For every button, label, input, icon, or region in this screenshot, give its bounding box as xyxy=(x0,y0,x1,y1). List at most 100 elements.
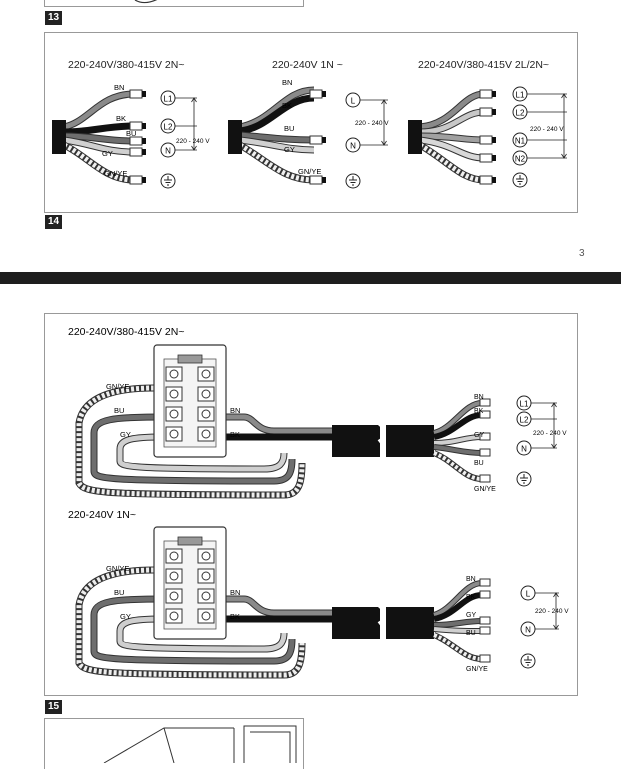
fig15-diagram: 220-240V/380-415V 2N~ GN/YE BU GY BN BK … xyxy=(68,326,569,679)
fig14-c-terminal-n2: N2 xyxy=(512,150,528,166)
svg-text:L2: L2 xyxy=(516,109,525,118)
fig14-c-voltage-bracket xyxy=(527,93,567,159)
fig15-lower-terminal-l: L xyxy=(520,585,536,601)
fig15-lower-voltage-bracket xyxy=(535,592,559,630)
fig15-lower-label-bk-block: BK xyxy=(230,612,240,621)
fig15-upper-label-bk-block: BK xyxy=(230,430,240,439)
fig14-a-label-bk: BK xyxy=(116,114,126,123)
fig14-c-terminal-l2: L2 xyxy=(512,104,528,120)
fig15-upper-label-gy: GY xyxy=(474,432,484,439)
fig16-fragment xyxy=(103,725,297,763)
fig14-c-terminal-l1: L1 xyxy=(512,86,528,102)
fig14-a-terminal-l2: L2 xyxy=(160,118,176,134)
page-separator-band xyxy=(0,272,621,284)
fig14-b-label-gnye: GN/YE xyxy=(298,167,321,176)
svg-text:N: N xyxy=(165,147,171,156)
fig15-lower-label-gy: GY xyxy=(466,612,476,619)
svg-text:N: N xyxy=(525,626,531,635)
fig15-lower-label-bn-block: BN xyxy=(230,588,240,597)
fig15-tag: 15 xyxy=(45,700,63,714)
svg-text:L2: L2 xyxy=(164,123,173,132)
fig14-title-2: 220-240V 1N ~ xyxy=(272,59,343,71)
fig15-lower-label-bn: BN xyxy=(466,576,476,583)
fig15-upper-voltage-bracket xyxy=(531,402,557,449)
fig14-a-label-bu: BU xyxy=(126,129,136,138)
fig15-lower-ground-icon xyxy=(520,653,536,669)
fig15-lower-label-bu: BU xyxy=(466,630,476,637)
fig15-upper-voltage: 220 - 240 V xyxy=(533,430,567,437)
fig14-a-label-bn: BN xyxy=(114,83,124,92)
svg-text:N1: N1 xyxy=(515,137,526,146)
fig14-cable-a xyxy=(52,89,146,185)
fig14-b-label-bu: BU xyxy=(284,124,294,133)
fig15-upper-ground-icon xyxy=(516,471,532,487)
fig15-lower-label-bk: BK xyxy=(466,594,476,601)
fig15-upper-terminal-l1: L1 xyxy=(516,395,532,411)
svg-text:L2: L2 xyxy=(520,416,529,425)
fig15-title-1: 220-240V/380-415V 2N~ xyxy=(68,326,184,338)
page-number: 3 xyxy=(579,248,585,259)
fig14-c-ground-icon xyxy=(512,172,528,188)
fig15-upper-fanout xyxy=(432,398,491,483)
fig15-lower-sheath-left xyxy=(332,607,380,639)
fig13-frame xyxy=(44,0,304,7)
svg-text:N: N xyxy=(350,142,356,151)
fig15-lower-wiring xyxy=(75,566,334,679)
fig14-a-voltage-bracket xyxy=(175,97,197,151)
svg-text:L: L xyxy=(526,590,531,599)
fig14-a-label-gnye: GN/YE xyxy=(104,169,127,178)
fig14-b-label-bn: BN xyxy=(282,78,292,87)
fig14-tag: 14 xyxy=(45,215,63,229)
fig15-upper-sheath-right xyxy=(386,425,434,457)
fig15-upper-terminal-n: N xyxy=(516,440,532,456)
svg-text:L1: L1 xyxy=(520,400,529,409)
fig14-a-voltage: 220 - 240 V xyxy=(176,138,210,145)
fig15-upper-label-bk: BK xyxy=(474,408,484,415)
fig14-title-3: 220-240V/380-415V 2L/2N~ xyxy=(418,59,549,71)
fig15-upper-sheath-left xyxy=(332,425,380,457)
fig15-lower-fanout xyxy=(432,578,491,663)
fig14-a-terminal-n: N xyxy=(160,142,176,158)
fig14-c-terminal-n1: N1 xyxy=(512,132,528,148)
fig15-lower-terminal-n: N xyxy=(520,621,536,637)
fig14-cable-b xyxy=(228,86,326,185)
fig15-lower-label-gnye-block: GN/YE xyxy=(106,564,129,573)
fig14-a-label-gy: GY xyxy=(102,149,113,158)
svg-text:L: L xyxy=(351,97,356,106)
fig14-b-terminal-n: N xyxy=(345,137,361,153)
fig14-c-voltage: 220 - 240 V xyxy=(530,126,564,133)
fig13-tag: 13 xyxy=(45,11,63,25)
fig14-b-ground-icon xyxy=(345,173,361,189)
fig15-upper-label-bu: BU xyxy=(474,460,484,467)
fig15-lower-voltage: 220 - 240 V xyxy=(535,608,569,615)
svg-text:L1: L1 xyxy=(164,95,173,104)
fig14-b-voltage: 220 - 240 V xyxy=(355,120,389,127)
svg-text:N: N xyxy=(521,445,527,454)
fig15-upper-terminal-l2: L2 xyxy=(516,411,532,427)
fig14-a-ground-icon xyxy=(160,173,176,189)
fig15-lower-label-gy-block: GY xyxy=(120,612,131,621)
fig14-b-label-gy: GY xyxy=(284,145,295,154)
svg-text:L1: L1 xyxy=(516,91,525,100)
fig15-upper-label-gnye: GN/YE xyxy=(474,486,496,493)
fig14-b-terminal-l: L xyxy=(345,92,361,108)
fig15-upper-label-gnye-block: GN/YE xyxy=(106,382,129,391)
fig15-upper-wiring xyxy=(75,384,334,499)
fig14-b-label-bk: BK xyxy=(282,101,292,110)
fig14-title-1: 220-240V/380-415V 2N~ xyxy=(68,59,184,71)
fig15-title-2: 220-240V 1N~ xyxy=(68,509,136,521)
fig15-lower-label-bu-block: BU xyxy=(114,588,124,597)
fig15-upper-label-gy-block: GY xyxy=(120,430,131,439)
fig15-upper-label-bn-block: BN xyxy=(230,406,240,415)
fig14-diagram: 220-240V/380-415V 2N~ 220-240V 1N ~ 220-… xyxy=(52,59,567,189)
fig13-fragment xyxy=(134,0,158,4)
fig15-lower-sheath-right xyxy=(386,607,434,639)
fig14-a-terminal-l1: L1 xyxy=(160,90,176,106)
fig14-sheath-a xyxy=(52,120,66,154)
svg-text:N2: N2 xyxy=(515,155,526,164)
fig14-b-voltage-bracket xyxy=(360,99,388,146)
fig15-upper-label-bu-block: BU xyxy=(114,406,124,415)
fig15-upper-label-bn: BN xyxy=(474,394,484,401)
fig14-cable-c xyxy=(408,89,496,185)
fig15-lower-label-gnye: GN/YE xyxy=(466,666,488,673)
